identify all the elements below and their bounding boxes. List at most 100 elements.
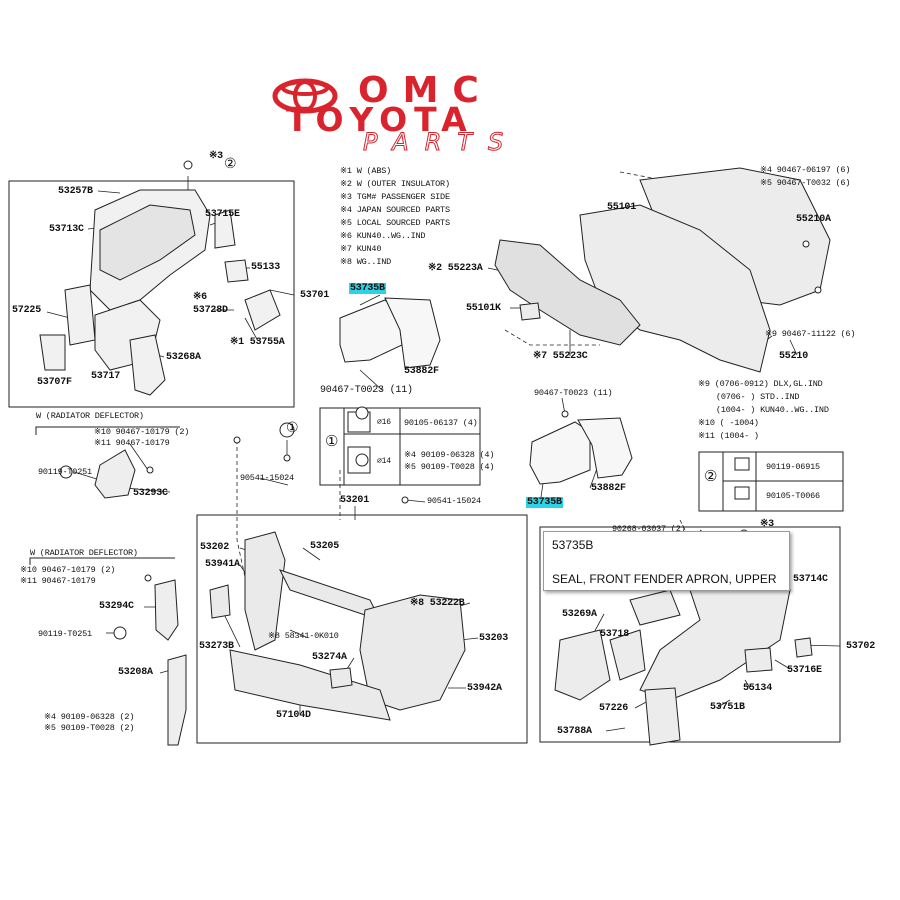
part-label[interactable]: 53788A: [557, 726, 592, 737]
part-label-highlighted[interactable]: 53735B: [526, 497, 563, 508]
note-1: ※1 W (ABS): [340, 166, 392, 176]
note-6: ※6 KUN40..WG..IND: [340, 231, 426, 241]
part-label[interactable]: ※2 55223A: [428, 263, 483, 274]
clip-part[interactable]: 90105-T0066: [766, 491, 820, 501]
part-label[interactable]: 55101K: [466, 303, 501, 314]
dim-16: ⌀16: [377, 418, 391, 427]
part-label[interactable]: 90268-03037 (2): [612, 524, 686, 534]
fastener-part[interactable]: ※4 90109-06328 (4): [404, 450, 495, 460]
part-label[interactable]: 53751B: [710, 702, 745, 713]
logo-line1: OMC: [358, 70, 493, 111]
fastener-part[interactable]: 90105-06137 (4): [404, 418, 478, 428]
part-label[interactable]: 53294C: [99, 601, 134, 612]
seal-upper: [339, 297, 441, 369]
part-label[interactable]: 53941A: [205, 559, 240, 570]
part-label[interactable]: 57226: [599, 703, 629, 714]
part-label[interactable]: 90541-15024: [240, 473, 294, 483]
clip-part[interactable]: 90119-06915: [766, 462, 820, 472]
toyota-emblem-icon: [272, 78, 338, 114]
omc-toyota-logo: OMC TOYOTA PARTS: [268, 70, 648, 157]
note-3: ※3 TGM# PASSENGER SIDE: [340, 192, 450, 202]
part-label[interactable]: 53717: [91, 371, 121, 382]
dash-note[interactable]: ※4 90467-06197 (6): [760, 165, 851, 175]
note-9b: (0706- ) STD..IND: [716, 392, 800, 402]
callout-2-table: ②: [704, 469, 718, 486]
part-label[interactable]: 53701: [300, 290, 330, 301]
part-label-highlighted[interactable]: 53735B: [349, 283, 386, 294]
part-label[interactable]: ※10 90467-10179 (2): [94, 427, 190, 437]
dash-note[interactable]: ※9 90467-11122 (6): [765, 329, 856, 339]
part-label[interactable]: 53293C: [133, 488, 168, 499]
part-label[interactable]: 53942A: [467, 683, 502, 694]
part-label[interactable]: 53257B: [58, 186, 93, 197]
fastener-part[interactable]: ※5 90109-T0028 (4): [404, 462, 495, 472]
part-label[interactable]: ※1 53755A: [230, 337, 285, 348]
part-label[interactable]: 53702: [846, 641, 876, 652]
note-9: ※9 (0706-0912) DLX,GL.IND: [698, 379, 823, 389]
part-label[interactable]: ※11 90467-10179: [94, 438, 170, 448]
part-label[interactable]: 53205: [310, 541, 340, 552]
caption: W (RADIATOR DEFLECTOR): [30, 548, 138, 558]
part-label[interactable]: 53268A: [166, 352, 201, 363]
note-2: ※2 W (OUTER INSULATOR): [340, 179, 450, 189]
part-label[interactable]: 53713C: [49, 224, 84, 235]
part-label[interactable]: 53201: [340, 495, 370, 506]
apron-parts-right: [554, 559, 813, 746]
part-label[interactable]: 53208A: [118, 667, 153, 678]
part-label[interactable]: 53728D: [193, 305, 228, 316]
part-label[interactable]: 55210: [779, 351, 809, 362]
apron-parts-top-left: [39, 189, 281, 396]
group-box-right: [539, 526, 841, 743]
deflector-brackets: [94, 449, 187, 746]
part-label[interactable]: 55101: [607, 202, 637, 213]
part-label[interactable]: 53274A: [312, 652, 347, 663]
part-label[interactable]: ※5 90109-T0028 (2): [44, 723, 135, 733]
part-label[interactable]: 53714C: [793, 574, 828, 585]
part-label[interactable]: ※8 58341-0K010: [268, 631, 339, 641]
part-label[interactable]: ※10 90467-10179 (2): [20, 565, 116, 575]
part-label[interactable]: ※4 90109-06328 (2): [44, 712, 135, 722]
part-label[interactable]: ※7 55223C: [533, 351, 588, 362]
mark-note-3: ※3: [209, 151, 223, 162]
note-10: ※10 ( -1004): [698, 418, 759, 428]
part-label: ※6: [193, 292, 207, 303]
part-label[interactable]: 53715E: [205, 209, 240, 220]
part-label[interactable]: 53718: [600, 629, 630, 640]
callout-2: ②: [224, 157, 237, 173]
part-label[interactable]: 53273B: [199, 641, 234, 652]
logo-line3: PARTS: [362, 128, 520, 157]
part-label[interactable]: 90467-T0023 (11): [320, 385, 413, 396]
part-label[interactable]: 90467-T0023 (11): [534, 388, 613, 398]
part-label[interactable]: 53716E: [787, 665, 822, 676]
part-label[interactable]: ※8 53222B: [410, 598, 465, 609]
part-label[interactable]: 57104D: [276, 710, 311, 721]
radiator-support: [209, 531, 466, 721]
note-8: ※8 WG..IND: [340, 257, 392, 267]
part-label[interactable]: 53269A: [562, 609, 597, 620]
tooltip-code: 53735B: [552, 538, 594, 552]
part-label[interactable]: 55134: [743, 683, 773, 694]
dim-14: ⌀14: [377, 457, 391, 466]
dash-note[interactable]: ※5 90467-T0032 (6): [760, 178, 851, 188]
note-11: ※11 (1004- ): [698, 431, 759, 441]
part-label[interactable]: 57225: [12, 305, 42, 316]
group-box-support: [196, 514, 528, 744]
part-label[interactable]: 53203: [479, 633, 509, 644]
part-label[interactable]: 90119-T0251: [38, 467, 92, 477]
part-label[interactable]: 53202: [200, 542, 230, 553]
part-label[interactable]: 53882F: [591, 483, 626, 494]
part-label[interactable]: 53882F: [404, 366, 439, 377]
part-label[interactable]: 55210A: [796, 214, 831, 225]
part-label[interactable]: 55133: [251, 262, 281, 273]
part-label[interactable]: ※11 90467-10179: [20, 576, 96, 586]
note-7: ※7 KUN40: [340, 244, 382, 254]
note-9c: (1004- ) KUN40..WG..IND: [716, 405, 829, 415]
tooltip-description: SEAL, FRONT FENDER APRON, UPPER: [552, 572, 777, 586]
part-tooltip: 53735B SEAL, FRONT FENDER APRON, UPPER: [543, 531, 790, 591]
part-label[interactable]: 53707F: [37, 377, 72, 388]
part-label[interactable]: 90119-T0251: [38, 629, 92, 639]
group-box-top-left: [8, 180, 295, 408]
part-label[interactable]: 90541-15024: [427, 496, 481, 506]
